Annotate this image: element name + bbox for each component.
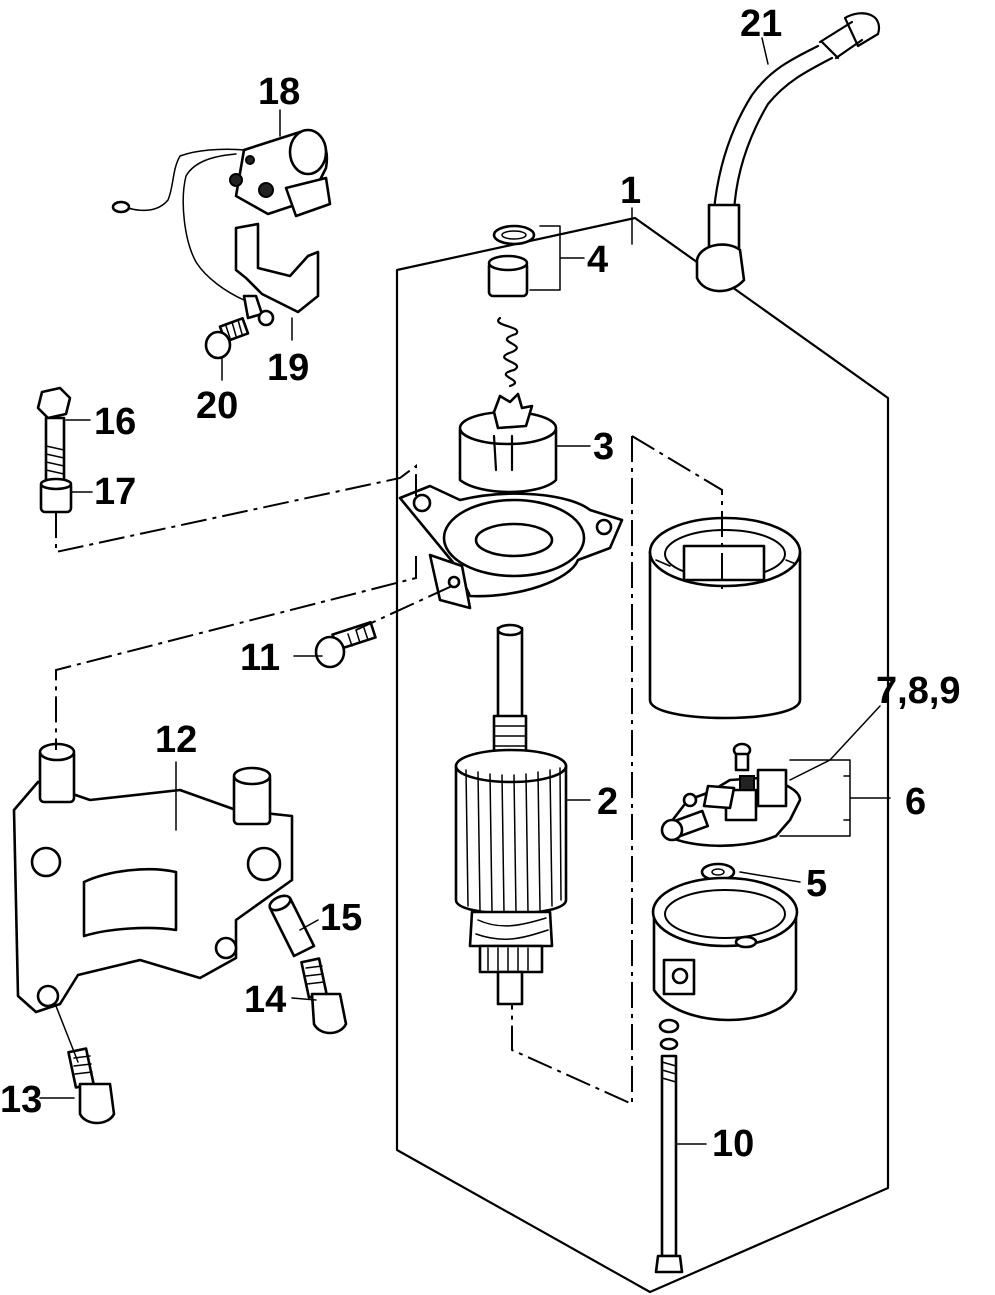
screw-20-part [204,317,250,360]
callout-13: 13 [0,1079,42,1121]
circlip-part [492,224,536,246]
spring-part [497,316,519,388]
callout-18: 18 [258,71,300,113]
battery-cable-part [695,12,881,293]
collar-15-part [268,894,316,958]
assembly-outline [395,216,890,1294]
callout-20: 20 [196,385,238,427]
callout-17: 17 [94,471,136,513]
callout-3: 3 [593,426,614,468]
rear-cover-part [651,876,799,1022]
callout-16: 16 [94,401,136,443]
callout-14: 14 [244,979,286,1021]
leader-lines [39,37,891,1145]
bolt-11-part [314,620,377,669]
pinion-part [458,392,558,494]
callout-19: 19 [267,347,309,389]
through-bolt-part [654,1018,684,1274]
bolt-16-part [36,386,72,482]
callout-21: 21 [740,3,782,45]
yoke-part [648,516,802,720]
bolt-14-part [300,957,348,1035]
callout-4: 4 [587,239,608,281]
callout-5: 5 [806,863,827,905]
stopper-part [487,254,529,298]
callout-15: 15 [320,897,362,939]
mount-bracket-part [12,742,294,1014]
collar-17-part [39,477,73,514]
callout-11: 11 [240,637,280,679]
relay-bracket-part [234,222,320,314]
relay-part [111,128,332,327]
callout-1: 1 [620,170,641,212]
callout-7-8-9: 7,8,9 [876,670,961,712]
front-bracket-part [398,484,624,610]
bolt-13-part [67,1047,116,1125]
callout-2: 2 [597,781,618,823]
callout-10: 10 [712,1123,754,1165]
callout-12: 12 [155,719,197,761]
callout-6: 6 [905,781,926,823]
alignment-lines [55,435,723,1106]
brush-holder-part [660,742,802,848]
armature-part [454,623,568,1006]
